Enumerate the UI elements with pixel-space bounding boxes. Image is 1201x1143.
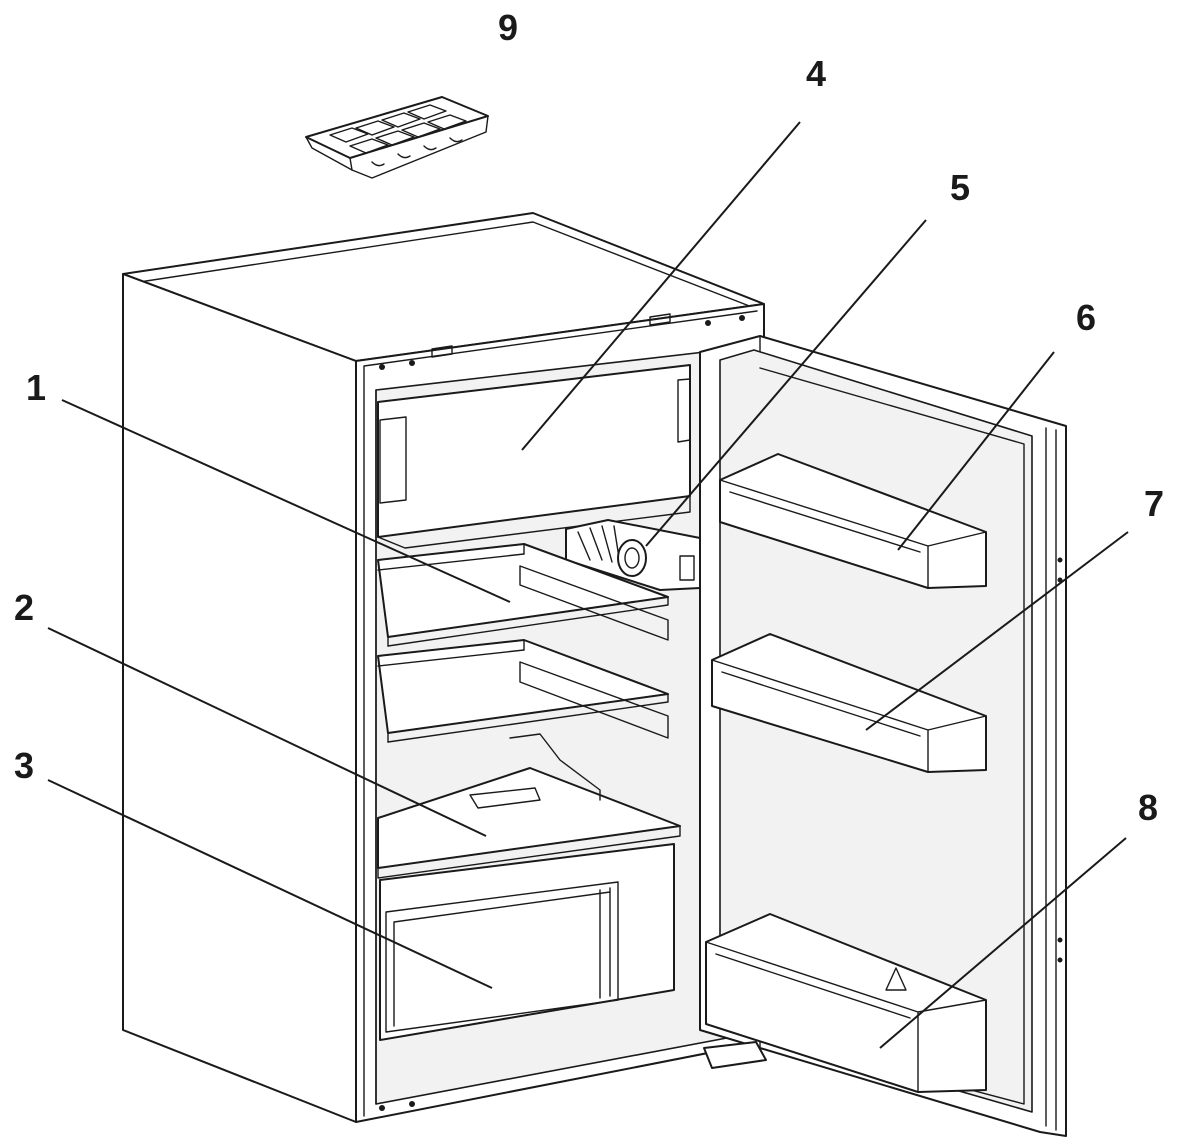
leader-line-6 [897, 351, 1055, 551]
leader-line-2 [47, 627, 487, 837]
upper-glass-shelf [377, 543, 669, 647]
callout-7: 7 [1144, 483, 1164, 524]
leader-line-3 [47, 779, 493, 989]
leader-line-1 [61, 399, 511, 603]
ice-cube-tray [305, 96, 489, 179]
leader-line-5 [645, 219, 927, 547]
leader-line-4 [521, 121, 801, 451]
callout-4: 4 [806, 53, 826, 94]
upper-door-balcony [719, 453, 987, 589]
callout-8: 8 [1138, 787, 1158, 828]
middle-door-balcony [711, 633, 987, 773]
callout-2: 2 [14, 587, 34, 628]
crisper-drawer [379, 843, 675, 1041]
crisper-cover-glass [377, 733, 681, 879]
bottle-balcony [705, 913, 987, 1093]
leader-line-8 [879, 837, 1127, 1049]
callout-3: 3 [14, 745, 34, 786]
callout-9: 9 [498, 7, 518, 48]
callout-6: 6 [1076, 297, 1096, 338]
callout-1: 1 [26, 367, 46, 408]
leader-lines [47, 121, 1129, 1049]
callout-labels: 9 4 5 6 1 7 2 3 8 [14, 7, 1164, 828]
leader-line-7 [865, 531, 1129, 731]
callout-5: 5 [950, 167, 970, 208]
lower-glass-shelf [377, 639, 669, 743]
